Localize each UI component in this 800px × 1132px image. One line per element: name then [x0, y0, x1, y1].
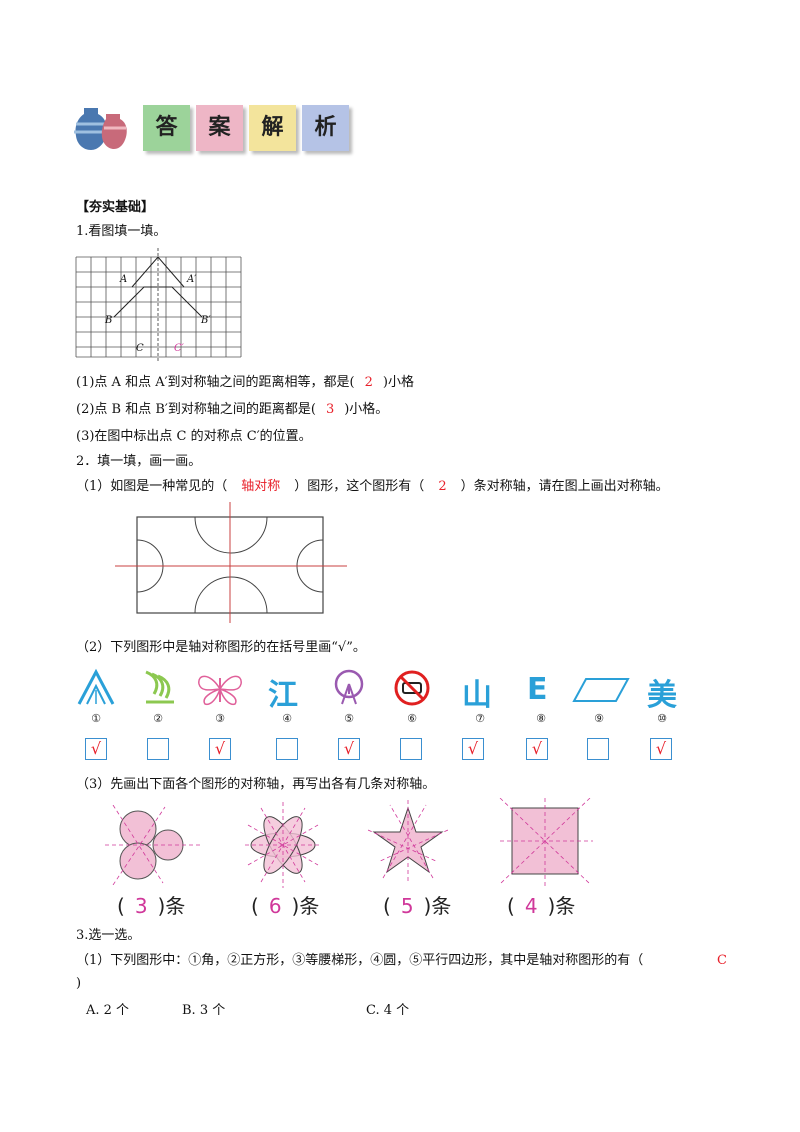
count-2: (6)条 [251, 894, 320, 918]
q1-line1: (1)点 A 和点 A′到对称轴之间的距离相等，都是(2)小格 [76, 375, 414, 390]
six-petal-flower-figure [245, 802, 321, 888]
char-e: E [527, 672, 548, 707]
butterfly-icon [198, 675, 242, 706]
no-car-sign-icon [394, 670, 430, 706]
char-jiang: 江 [268, 678, 298, 713]
count-1: (3)条 [117, 894, 186, 918]
three-circles-figure [105, 805, 201, 885]
label-C-prime: C′ [174, 343, 184, 354]
shape-num-5: ⑤ [344, 712, 354, 725]
q3-p1-answer: C [717, 953, 727, 968]
q3-title: 3.选一选。 [76, 928, 141, 943]
label-C: C [136, 343, 144, 354]
shape-num-9: ⑨ [594, 712, 604, 725]
q1-line3: (3)在图中标出点 C 的对称点 C′的位置。 [76, 429, 312, 444]
count-3: (5)条 [383, 894, 452, 918]
q2-p1: （1）如图是一种常见的（轴对称）图形，这个图形有（2）条对称轴，请在图上画出对称… [76, 479, 669, 494]
q1-title: 1.看图填一填。 [76, 224, 167, 239]
check-box-1[interactable]: √ [85, 738, 107, 760]
option-b: B. 3 个 [182, 1003, 226, 1018]
parallelogram-icon [572, 678, 630, 702]
vase-icon [74, 108, 127, 150]
check-box-5[interactable]: √ [338, 738, 360, 760]
road-icon [77, 668, 115, 705]
section-title: 【夯实基础】 [76, 200, 155, 215]
shape-num-3: ③ [215, 712, 225, 725]
shape-num-6: ⑥ [407, 712, 417, 725]
q1-line2: (2)点 B 和点 B′到对称轴之间的距离都是(3)小格。 [76, 402, 389, 417]
q3-p1-close: ) [76, 976, 82, 991]
label-A-prime: A′ [187, 274, 197, 285]
shape-num-1: ① [91, 712, 101, 725]
star-figure [368, 800, 448, 882]
count-4: (4)条 [507, 894, 576, 918]
shape-num-2: ② [153, 712, 163, 725]
check-box-2[interactable] [147, 738, 169, 760]
char-shan: 山 [462, 678, 492, 713]
check-box-9[interactable] [587, 738, 609, 760]
label-B: B [105, 315, 113, 326]
check-box-7[interactable]: √ [462, 738, 484, 760]
q2-title: 2．填一填，画一画。 [76, 454, 202, 469]
q2-p3: （3）先画出下面各个图形的对称轴，再写出各有几条对称轴。 [76, 777, 436, 792]
label-A: A [120, 274, 128, 285]
check-box-4[interactable] [276, 738, 298, 760]
label-B-prime: B′ [201, 315, 211, 326]
q2-p2: （2）下列图形中是轴对称图形的在括号里画“√”。 [76, 640, 366, 655]
header-tile-4: 析 [302, 105, 349, 151]
shape-num-10: ⑩ [657, 712, 667, 725]
char-mei: 美 [647, 678, 677, 713]
ferris-wheel-icon [334, 669, 364, 705]
shape-num-7: ⑦ [475, 712, 485, 725]
option-c: C. 4 个 [366, 1003, 410, 1018]
symmetry-grid [75, 248, 242, 363]
check-box-3[interactable]: √ [209, 738, 231, 760]
check-box-6[interactable] [400, 738, 422, 760]
wave-logo-icon [145, 670, 174, 704]
q3-p1: （1）下列图形中：①角，②正方形，③等腰梯形，④圆，⑤平行四边形，其中是轴对称图… [76, 953, 644, 968]
header-tile-3: 解 [249, 105, 296, 151]
check-box-10[interactable]: √ [650, 738, 672, 760]
shape-num-8: ⑧ [536, 712, 546, 725]
check-box-8[interactable]: √ [526, 738, 548, 760]
shape-num-4: ④ [282, 712, 292, 725]
rectangle-arcs-figure [115, 502, 347, 623]
option-a: A. 2 个 [86, 1003, 130, 1018]
square-figure [499, 798, 593, 886]
header-tile-1: 答 [143, 105, 190, 151]
header-tile-2: 案 [196, 105, 243, 151]
